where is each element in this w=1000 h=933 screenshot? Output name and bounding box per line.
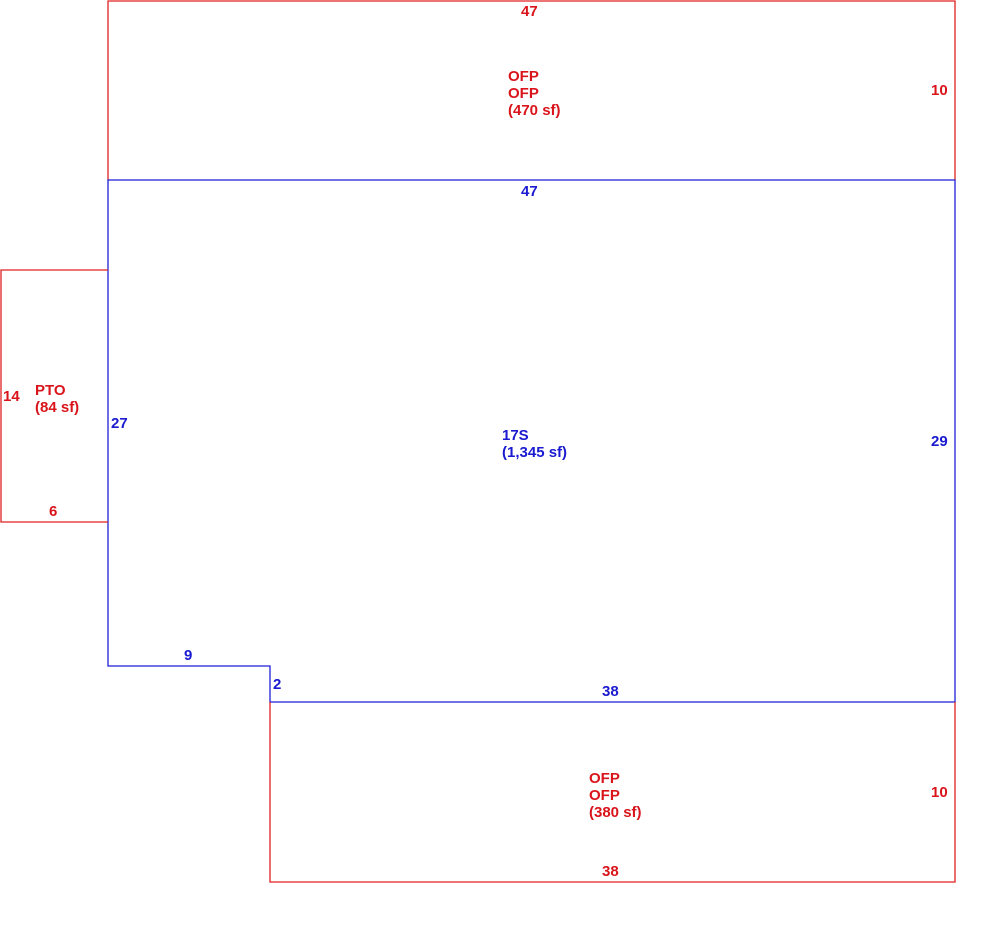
bottom-porch-section: 10 38 OFP OFP (380 sf) — [269, 702, 956, 883]
main-area-dim-notch-horizontal: 9 — [184, 647, 192, 664]
top-porch-outline — [107, 0, 956, 180]
top-porch-code-1: OFP — [508, 68, 539, 85]
bottom-porch-area: (380 sf) — [589, 804, 642, 821]
main-area-area: (1,345 sf) — [502, 444, 567, 461]
bottom-porch-code-2: OFP — [589, 787, 620, 804]
main-area-dim-bottom: 38 — [602, 683, 619, 700]
top-porch-dim-top: 47 — [521, 3, 538, 20]
top-porch-dim-right: 10 — [931, 82, 948, 99]
patio-section: 14 6 PTO (84 sf) — [0, 269, 108, 523]
top-porch-section: 47 10 OFP OFP (470 sf) — [107, 0, 956, 180]
main-area-outline — [107, 179, 956, 703]
patio-dim-bottom: 6 — [49, 503, 57, 520]
bottom-porch-code-1: OFP — [589, 770, 620, 787]
main-area-dim-left: 27 — [111, 415, 128, 432]
main-area-dim-right: 29 — [931, 433, 948, 450]
top-porch-code-2: OFP — [508, 85, 539, 102]
main-area-section: 47 29 27 9 2 38 17S (1,345 sf) — [107, 179, 956, 703]
bottom-porch-outline — [269, 702, 956, 883]
top-porch-area: (470 sf) — [508, 102, 561, 119]
patio-area: (84 sf) — [35, 399, 79, 416]
bottom-porch-dim-bottom: 38 — [602, 863, 619, 880]
main-area-dim-top: 47 — [521, 183, 538, 200]
patio-code: PTO — [35, 382, 66, 399]
patio-dim-left: 14 — [3, 388, 20, 405]
bottom-porch-dim-right: 10 — [931, 784, 948, 801]
main-area-code: 17S — [502, 427, 529, 444]
main-area-dim-notch-vertical: 2 — [273, 676, 281, 693]
patio-outline — [0, 269, 108, 523]
